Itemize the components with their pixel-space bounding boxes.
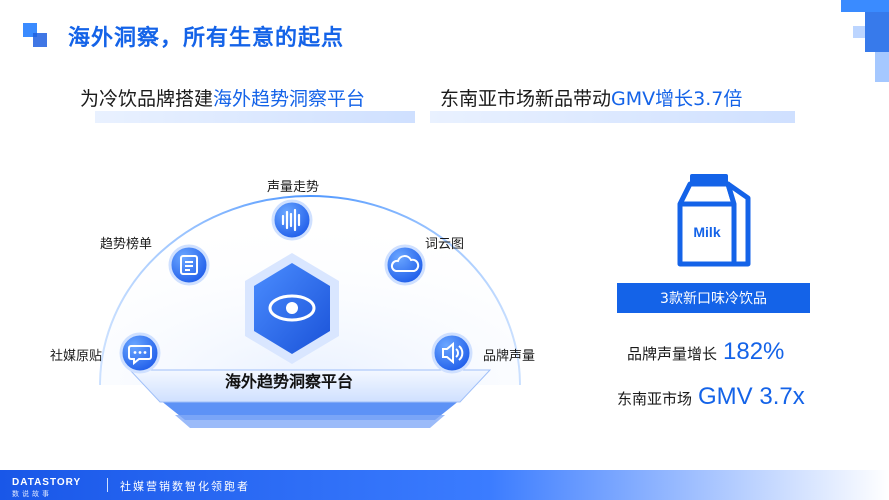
- milk-label: Milk: [693, 224, 720, 240]
- node-social-posts[interactable]: [119, 332, 161, 374]
- subtitle-growth-highlight: GMV增长3.7倍: [611, 88, 743, 110]
- subtitle-growth-prefix: 东南亚市场新品带动: [440, 88, 612, 110]
- node-label-trend-ranking: 趋势榜单: [100, 237, 153, 252]
- sound-wave-icon: [281, 208, 301, 232]
- subtitle-platform-prefix: 为冷饮品牌搭建: [80, 88, 214, 110]
- chat-bubble-icon: [128, 345, 152, 366]
- logo-square-dark: [33, 33, 47, 47]
- footer-slogan: 社媒营销数智化领跑者: [120, 480, 250, 493]
- stat-value: GMV 3.7x: [698, 383, 805, 410]
- footer-brand-subtitle: 数说故事: [12, 490, 52, 498]
- footer-bar: [0, 470, 889, 500]
- subtitle-platform: 为冷饮品牌搭建海外趋势洞察平台: [80, 84, 365, 111]
- subtitle-platform-highlight: 海外趋势洞察平台: [213, 88, 366, 110]
- insight-platform-diagram: [99, 195, 521, 428]
- corner-decoration: [841, 0, 889, 82]
- node-word-cloud[interactable]: [384, 244, 426, 286]
- stat-brand-volume-growth: 品牌声量增长 182%: [627, 338, 784, 366]
- node-label-brand-volume: 品牌声量: [483, 349, 536, 364]
- eye-icon: [268, 294, 316, 322]
- node-label-word-cloud: 词云图: [425, 237, 465, 252]
- speaker-icon: [442, 341, 464, 365]
- stat-value: 182%: [723, 338, 785, 365]
- milk-carton-icon: Milk: [677, 174, 751, 267]
- stat-label: 品牌声量增长: [627, 345, 718, 363]
- stat-label: 东南亚市场: [617, 390, 693, 408]
- document-list-icon: [180, 255, 198, 275]
- new-flavors-badge: 3款新口味冷饮品: [617, 283, 810, 313]
- node-brand-volume[interactable]: [431, 332, 473, 374]
- footer-divider: [107, 478, 108, 492]
- node-label-social-posts: 社媒原贴: [50, 349, 103, 364]
- stat-sea-gmv: 东南亚市场 GMV 3.7x: [617, 383, 805, 411]
- cloud-icon: [390, 255, 420, 272]
- page-title: 海外洞察，所有生意的起点: [68, 26, 345, 51]
- subtitle-underline-1: [95, 111, 415, 123]
- node-trend-ranking[interactable]: [168, 244, 210, 286]
- node-volume-trend[interactable]: [271, 199, 313, 241]
- footer-brand-logo: DATASTORY: [12, 477, 82, 488]
- node-label-volume-trend: 声量走势: [267, 180, 320, 195]
- platform-center-label: 海外趋势洞察平台: [225, 372, 354, 391]
- subtitle-growth: 东南亚市场新品带动GMV增长3.7倍: [440, 84, 742, 111]
- subtitle-underline-2: [430, 111, 795, 123]
